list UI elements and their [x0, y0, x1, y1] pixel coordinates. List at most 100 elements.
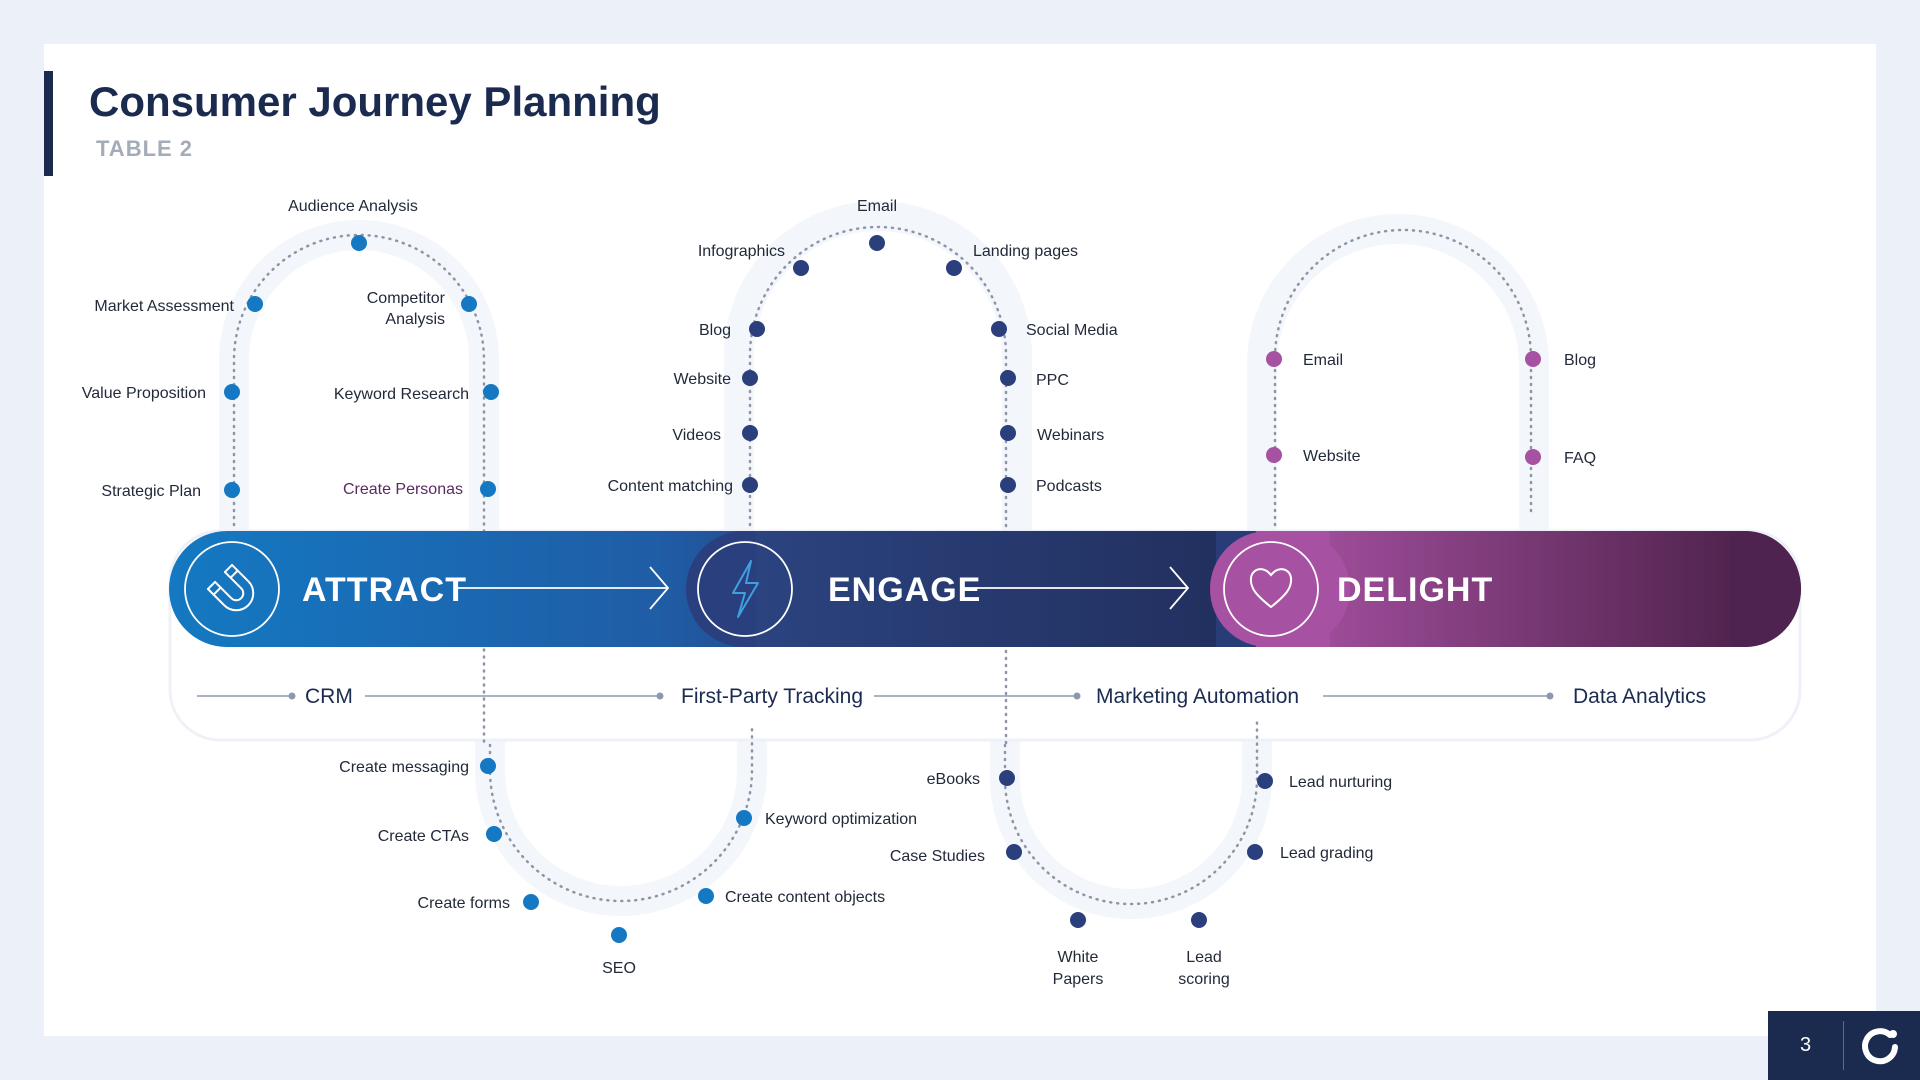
node-content-matching: Content matching — [608, 478, 733, 495]
node-ebooks: eBooks — [927, 771, 980, 788]
node-webinars: Webinars — [1037, 427, 1104, 444]
node-delight-website: Website — [1303, 448, 1361, 465]
magnet-icon — [206, 563, 255, 612]
node-lead-nurturing: Lead nurturing — [1289, 774, 1392, 791]
page-title: Consumer Journey Planning — [89, 78, 661, 125]
node-keyword-research: Keyword Research — [334, 386, 469, 403]
heart-icon — [1249, 568, 1293, 609]
node-email: Email — [857, 198, 897, 215]
node-white-papers-line2: Papers — [1053, 971, 1104, 988]
node-lead-scoring-line1: Lead — [1186, 949, 1222, 966]
node-dot — [1266, 447, 1282, 463]
node-podcasts: Podcasts — [1036, 478, 1102, 495]
node-white-papers-line1: White — [1058, 949, 1099, 966]
delight-band-mid — [1280, 531, 1730, 647]
node-dot — [1257, 773, 1273, 789]
node-dot — [523, 894, 539, 910]
title-accent-bar — [44, 71, 53, 176]
node-dot — [991, 321, 1007, 337]
node-seo: SEO — [602, 960, 636, 977]
tools-row: CRM First-Party Tracking Marketing Autom… — [197, 685, 1706, 708]
attract-stage: ATTRACT — [184, 541, 670, 637]
node-dot — [351, 235, 367, 251]
node-competitor-analysis-line1: Competitor — [367, 290, 446, 307]
node-dot — [749, 321, 765, 337]
node-social-media: Social Media — [1026, 322, 1118, 339]
node-market-assessment: Market Assessment — [94, 298, 234, 315]
engage-band-gradient — [756, 531, 1216, 647]
node-website: Website — [673, 371, 731, 388]
delight-cap-fill — [1270, 531, 1330, 647]
node-dot — [793, 260, 809, 276]
page-footer: 3 — [1768, 1011, 1920, 1080]
node-create-personas: Create Personas — [343, 481, 463, 498]
attract-bottom-nodes: Create messaging Create CTAs Create form… — [339, 758, 917, 977]
engage-stage: ENGAGE — [697, 541, 1190, 637]
node-dot — [1247, 844, 1263, 860]
node-dot — [1006, 844, 1022, 860]
node-create-ctas: Create CTAs — [378, 828, 469, 845]
node-dot — [480, 481, 496, 497]
node-dot — [480, 758, 496, 774]
engage-bottom-nodes: eBooks Case Studies White Papers Lead sc… — [890, 770, 1392, 988]
tool-first-party-tracking: First-Party Tracking — [681, 685, 863, 708]
node-case-studies: Case Studies — [890, 848, 985, 865]
node-competitor-analysis-line2: Analysis — [385, 311, 445, 328]
node-lead-grading: Lead grading — [1280, 845, 1373, 862]
node-dot — [247, 296, 263, 312]
tool-data-analytics: Data Analytics — [1573, 685, 1706, 708]
stage-engage-label: ENGAGE — [828, 571, 981, 609]
node-dot — [946, 260, 962, 276]
stage-attract-label: ATTRACT — [302, 571, 467, 609]
node-dot — [1525, 449, 1541, 465]
node-create-forms: Create forms — [418, 895, 510, 912]
node-dot — [486, 826, 502, 842]
brand-logo-icon — [1862, 1028, 1898, 1065]
node-dot — [999, 770, 1015, 786]
page-subtitle: TABLE 2 — [96, 136, 194, 161]
node-dot — [698, 888, 714, 904]
node-blog: Blog — [699, 322, 731, 339]
node-ppc: PPC — [1036, 372, 1069, 389]
node-dot — [1070, 912, 1086, 928]
page-number: 3 — [1799, 1034, 1812, 1056]
node-dot — [1191, 912, 1207, 928]
node-dot — [1000, 425, 1016, 441]
stage-delight-label: DELIGHT — [1337, 571, 1493, 609]
node-lead-scoring-line2: scoring — [1178, 971, 1230, 988]
node-landing-pages: Landing pages — [973, 243, 1078, 260]
delight-stage: DELIGHT — [1223, 541, 1493, 637]
node-keyword-optimization: Keyword optimization — [765, 811, 917, 828]
attract-top-nodes: Strategic Plan Value Proposition Market … — [82, 198, 499, 500]
node-dot — [611, 927, 627, 943]
tool-marketing-automation: Marketing Automation — [1096, 685, 1299, 708]
node-strategic-plan: Strategic Plan — [101, 483, 201, 500]
lightning-icon — [732, 560, 759, 618]
node-dot — [1525, 351, 1541, 367]
node-infographics: Infographics — [698, 243, 785, 260]
node-dot — [1266, 351, 1282, 367]
node-delight-blog: Blog — [1564, 352, 1596, 369]
node-dot — [869, 235, 885, 251]
arrow-icon — [976, 566, 1190, 610]
node-delight-faq: FAQ — [1564, 450, 1596, 467]
delight-top-nodes: Email Website Blog FAQ — [1266, 351, 1596, 467]
node-delight-email: Email — [1303, 352, 1343, 369]
node-create-content-objects: Create content objects — [725, 889, 885, 906]
node-dot — [742, 425, 758, 441]
node-dot — [1000, 477, 1016, 493]
node-dot — [736, 810, 752, 826]
heart-icon-ring — [1223, 541, 1319, 637]
node-dot — [742, 370, 758, 386]
node-dot — [742, 477, 758, 493]
node-value-proposition: Value Proposition — [82, 385, 206, 402]
node-audience-analysis: Audience Analysis — [288, 198, 418, 215]
engage-top-nodes: Content matching Videos Website Blog Inf… — [608, 198, 1118, 495]
arrow-icon — [458, 566, 670, 610]
node-dot — [224, 384, 240, 400]
lightning-icon-ring — [697, 541, 793, 637]
node-dot — [1000, 370, 1016, 386]
node-create-messaging: Create messaging — [339, 759, 469, 776]
footer-divider — [1843, 1021, 1844, 1070]
